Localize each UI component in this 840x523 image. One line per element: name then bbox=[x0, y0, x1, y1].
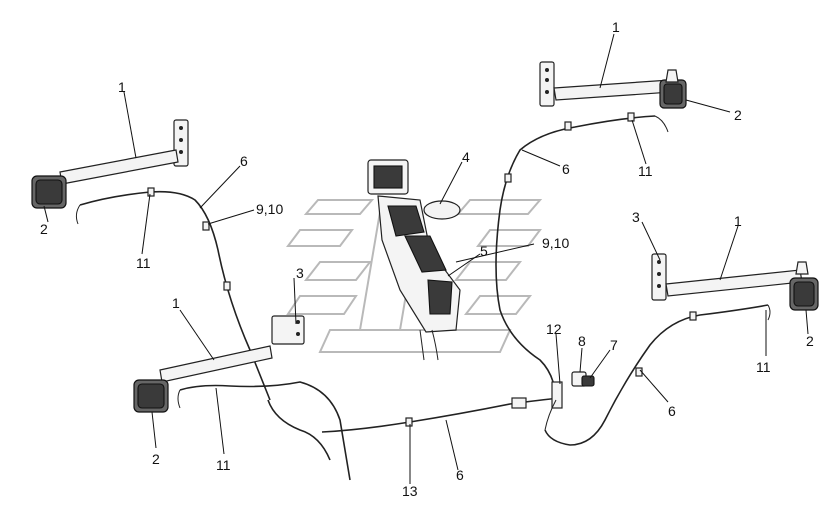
connector-main bbox=[511, 397, 527, 409]
harness-top-right bbox=[495, 115, 656, 391]
callout-6-right: 6 bbox=[668, 403, 676, 419]
work-light-left bbox=[31, 119, 189, 209]
callout-11-lower-left: 11 bbox=[216, 457, 231, 473]
lead-12 bbox=[544, 399, 557, 431]
callout-3-right: 3 bbox=[632, 209, 640, 225]
callout-11-right: 11 bbox=[756, 359, 771, 375]
clip-right-1 bbox=[689, 311, 697, 321]
connector-12 bbox=[551, 381, 563, 409]
clip-left-2 bbox=[202, 221, 210, 231]
clip-left-1 bbox=[147, 187, 155, 197]
callout-6-top: 6 bbox=[562, 161, 570, 177]
callout-5: 5 bbox=[480, 243, 488, 259]
callout-6-bottom: 6 bbox=[456, 467, 464, 483]
callout-9-10-left: 9,10 bbox=[256, 201, 283, 217]
callout-1-top: 1 bbox=[612, 19, 620, 35]
harness-left-end bbox=[75, 204, 81, 225]
callout-2-right: 2 bbox=[806, 333, 814, 349]
harness-top-right-end bbox=[654, 115, 669, 133]
callout-2-lower-left: 2 bbox=[152, 451, 160, 467]
clip-main-1 bbox=[405, 417, 413, 427]
clip-left-3 bbox=[223, 281, 231, 291]
connector-7 bbox=[581, 375, 595, 387]
harness-lower-left-end bbox=[177, 389, 181, 409]
main-harness bbox=[321, 397, 561, 433]
callout-9-10-center: 9,10 bbox=[542, 235, 569, 251]
callout-1-lower-left: 1 bbox=[172, 295, 180, 311]
callout-1-right: 1 bbox=[734, 213, 742, 229]
harness-right bbox=[544, 304, 769, 446]
callout-13: 13 bbox=[402, 483, 418, 499]
callout-11-left: 11 bbox=[136, 255, 151, 271]
leader-lines bbox=[43, 33, 809, 484]
work-light-lower-left bbox=[133, 315, 305, 413]
callout-11-top: 11 bbox=[638, 163, 653, 179]
callout-1-left: 1 bbox=[118, 79, 126, 95]
callout-12: 12 bbox=[546, 321, 562, 337]
callout-6-left: 6 bbox=[240, 153, 248, 169]
work-light-top-right bbox=[539, 61, 687, 109]
harness-lower-left-branch bbox=[267, 399, 331, 461]
callout-2-top: 2 bbox=[734, 107, 742, 123]
harness-lower-left bbox=[179, 381, 351, 481]
control-console bbox=[367, 159, 461, 333]
clip-top-right-3 bbox=[504, 173, 512, 183]
callout-4: 4 bbox=[462, 149, 470, 165]
console-lead-1 bbox=[419, 329, 425, 361]
console-lead-2 bbox=[431, 329, 439, 361]
work-light-right bbox=[651, 253, 819, 311]
clip-top-right-2 bbox=[627, 112, 635, 122]
clip-top-right-1 bbox=[564, 121, 572, 131]
callout-8: 8 bbox=[578, 333, 586, 349]
harness-right-end bbox=[767, 304, 771, 321]
callout-2-left: 2 bbox=[40, 221, 48, 237]
callout-7: 7 bbox=[610, 337, 618, 353]
callout-3-left: 3 bbox=[296, 265, 304, 281]
